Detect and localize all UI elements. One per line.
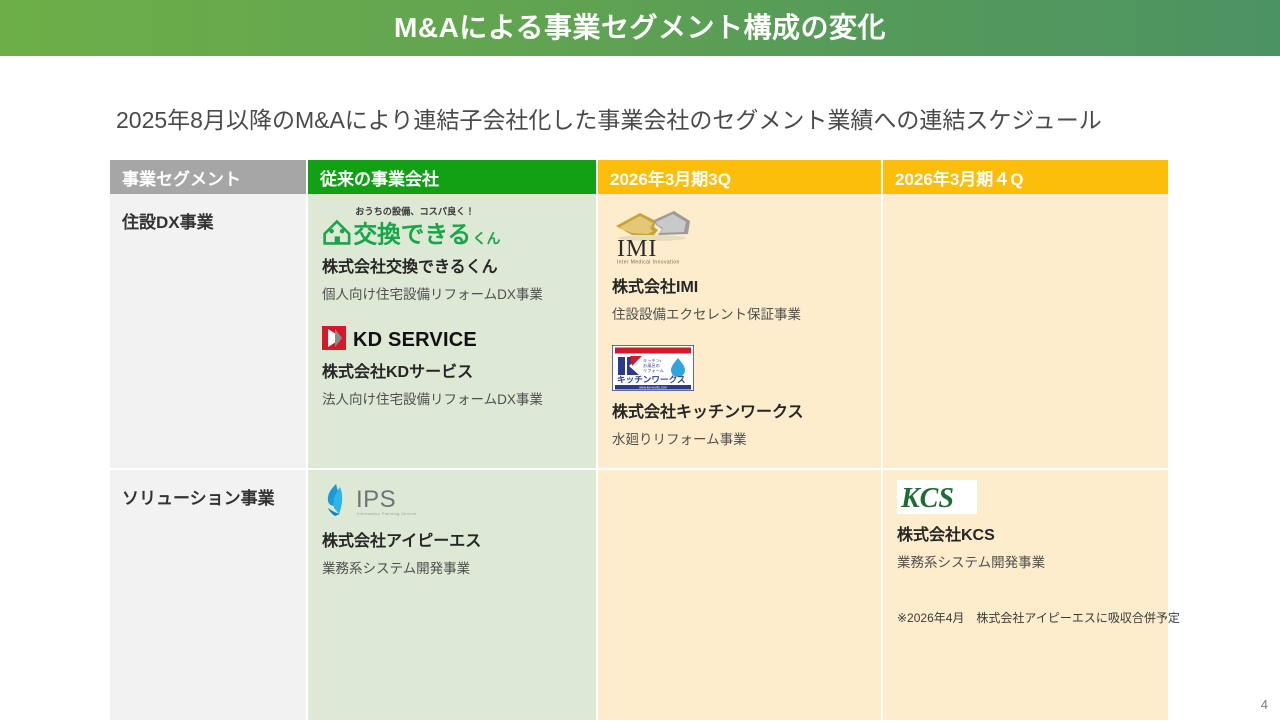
logo-text: キッチンワークス — [617, 375, 686, 385]
logo-text: IPS — [356, 486, 396, 513]
company-block-kitchen-works: キッチン・ お風呂の リフォーム キッチンワークス www.kw-works.c… — [612, 345, 881, 448]
segment-cell-solution: ソリューション事業 — [110, 469, 308, 722]
logo-tagline-text: おうちの設備、コスパ良く！ — [355, 206, 474, 217]
company-description: 法人向け住宅設備リフォームDX事業 — [322, 392, 543, 407]
logo-sub-text-1: キッチン・ — [643, 358, 662, 363]
column-header-existing: 従来の事業会社 — [307, 160, 598, 194]
column-header-segment: 事業セグメント — [110, 160, 308, 194]
company-name: 株式会社キッチンワークス — [612, 404, 804, 421]
company-description: 水廻りリフォーム事業 — [612, 432, 747, 447]
company-description: 個人向け住宅設備リフォームDX事業 — [322, 287, 543, 302]
logo-main-text: 交換できる — [354, 222, 472, 247]
logo-sub-text-3: リフォーム — [643, 368, 664, 373]
company-block-kokan-dekirukun: おうちの設備、コスパ良く！ 交換できる くん 株式会社交換できるくん 個人向け住… — [322, 204, 596, 303]
logo-text: KD SERVICE — [353, 329, 477, 351]
ips-logo: IPS Information Planning Service — [327, 484, 417, 516]
logo-text: IMI — [617, 236, 657, 262]
company-name: 株式会社KCS — [897, 527, 995, 544]
company-description: 住設設備エクセレント保証事業 — [612, 307, 801, 322]
kokan-dekirukun-logo: おうちの設備、コスパ良く！ 交換できる くん — [323, 206, 501, 247]
ips-mark-icon — [327, 484, 343, 516]
kitchen-works-logo: キッチン・ お風呂の リフォーム キッチンワークス www.kw-works.c… — [612, 345, 694, 391]
table-row: 住設DX事業 おうちの設備、コスパ良く！ 交換できる くん — [110, 194, 1168, 470]
q4-companies-cell-solution: KCS 株式会社KCS 業務系システム開発事業 ※2026年4月 株式会社アイピ… — [882, 469, 1180, 722]
company-block-imi: IMI Inter Medical Innovation 株式会社IMI 住設設… — [612, 204, 881, 323]
page-number: 4 — [1260, 697, 1268, 712]
company-name: 株式会社KDサービス — [322, 364, 474, 381]
logo-k-monogram — [618, 356, 642, 375]
logo-text: KCS — [900, 483, 954, 514]
table-header-row: 事業セグメント 従来の事業会社 2026年3月期3Q 2026年3月期４Q — [110, 160, 1168, 194]
logo-red-bar — [615, 347, 691, 354]
q3-companies-cell-jusetsu: IMI Inter Medical Innovation 株式会社IMI 住設設… — [597, 194, 883, 470]
logo-tagline-text: Information Planning Service — [357, 511, 417, 516]
segment-cell-jusetsu: 住設DX事業 — [110, 194, 308, 470]
kd-service-logo: KD SERVICE — [322, 326, 477, 351]
page-title: M&Aによる事業セグメント構成の変化 — [394, 12, 886, 43]
column-header-q4: 2026年3月期４Q — [882, 160, 1168, 194]
existing-companies-cell-solution: IPS Information Planning Service 株式会社アイピ… — [307, 469, 598, 722]
company-block-kd-service: KD SERVICE 株式会社KDサービス 法人向け住宅設備リフォームDX事業 — [322, 325, 596, 408]
logo-tagline-text: Inter Medical Innovation — [617, 260, 680, 266]
company-description: 業務系システム開発事業 — [322, 561, 471, 576]
company-name: 株式会社アイピーエス — [322, 533, 482, 550]
water-drop-icon — [671, 358, 685, 377]
company-name: 株式会社IMI — [612, 279, 699, 296]
puzzle-pieces-icon — [616, 211, 690, 241]
company-block-kcs: KCS 株式会社KCS 業務系システム開発事業 ※2026年4月 株式会社アイピ… — [897, 480, 1180, 626]
existing-companies-cell-jusetsu: おうちの設備、コスパ良く！ 交換できる くん 株式会社交換できるくん 個人向け住… — [307, 194, 598, 470]
company-description: 業務系システム開発事業 — [897, 555, 1046, 570]
logo-sub-text-2: お風呂の — [643, 362, 660, 369]
segment-label: 住設DX事業 — [122, 213, 214, 232]
company-name: 株式会社交換できるくん — [322, 259, 498, 276]
segment-schedule-table: 事業セグメント 従来の事業会社 2026年3月期3Q 2026年3月期４Q 住設… — [110, 160, 1180, 722]
slide-header-banner: M&Aによる事業セグメント構成の変化 — [0, 0, 1280, 56]
slide-subtitle: 2025年8月以降のM&Aにより連結子会社化した事業会社のセグメント業績への連結… — [116, 107, 1102, 133]
company-block-ips: IPS Information Planning Service 株式会社アイピ… — [322, 480, 596, 577]
table-row: ソリューション事業 IPS Information Planning Servi… — [110, 469, 1180, 722]
house-icon — [323, 219, 351, 245]
kcs-logo: KCS — [897, 480, 977, 514]
merger-note: ※2026年4月 株式会社アイピーエスに吸収合併予定 — [897, 611, 1180, 625]
column-header-q3: 2026年3月期3Q — [597, 160, 883, 194]
imi-logo: IMI Inter Medical Innovation — [616, 211, 690, 266]
logo-suffix-text: くん — [473, 230, 501, 246]
q4-companies-cell-jusetsu-empty — [882, 194, 1168, 470]
q3-companies-cell-solution-empty — [597, 469, 883, 722]
segment-label: ソリューション事業 — [122, 489, 275, 508]
logo-url-text: www.kw-works.com — [639, 386, 667, 390]
